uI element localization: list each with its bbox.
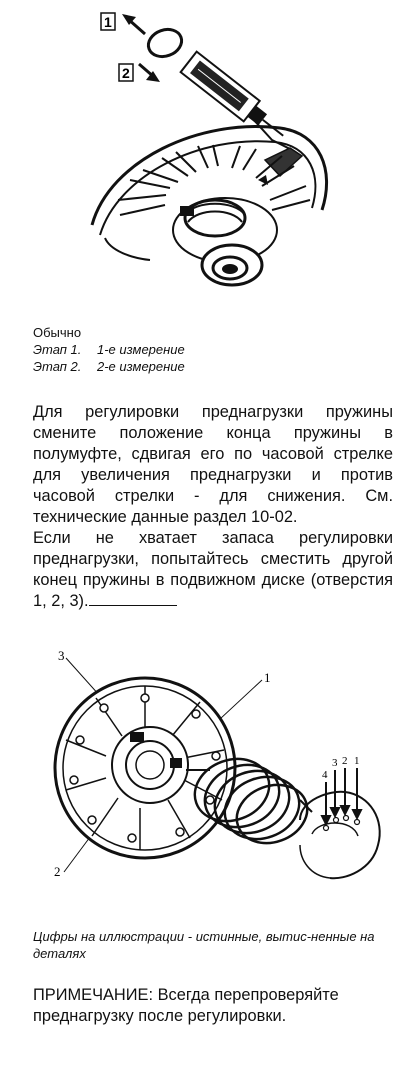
callout-1-text: 1 xyxy=(104,14,112,30)
label-1: 1 xyxy=(264,670,271,685)
hole-labels: 4 3 2 1 xyxy=(322,755,360,781)
label-2: 2 xyxy=(54,864,61,879)
arrow-1-icon xyxy=(122,14,146,36)
figure-spring-holes-illustration: 3 1 2 4 3 2 1 xyxy=(53,648,381,880)
caption-title: Обычно xyxy=(33,325,82,340)
label-3: 3 xyxy=(58,648,65,663)
callout-box-1 xyxy=(100,12,116,31)
caption-step-2-text: 2-е измерение xyxy=(97,359,185,374)
note-text: Всегда перепроверяйте преднагрузку после… xyxy=(33,986,339,1025)
hole-label-1: 1 xyxy=(354,755,360,767)
caption-step-2: Этап 2. 2-е измерение xyxy=(33,358,185,375)
underline-rule xyxy=(88,591,177,606)
paragraph-2-text: Если не хватает запаса регулировки предн… xyxy=(33,529,393,610)
sheave-rim xyxy=(90,125,329,226)
callout-2-text: 2 xyxy=(122,65,130,81)
arrow-2-icon xyxy=(138,62,160,82)
hole-label-2: 2 xyxy=(342,755,348,767)
paragraph-2: Если не хватает запаса регулировки предн… xyxy=(33,528,393,612)
hole-label-4: 4 xyxy=(322,769,328,781)
spring-scale-icon xyxy=(179,50,284,137)
hole-label-3: 3 xyxy=(332,757,338,769)
caption-step-2-label: Этап 2. xyxy=(33,359,82,374)
scale-ring xyxy=(146,27,184,59)
caption-step-1-label: Этап 1. xyxy=(33,342,82,357)
sheave-spokes xyxy=(117,144,311,216)
hole-disc xyxy=(299,790,381,880)
note-label: ПРИМЕЧАНИЕ: xyxy=(33,986,154,1004)
hole-arrows-icon xyxy=(320,768,363,827)
caption-step-1: Этап 1. 1-е измерение xyxy=(33,341,185,358)
note: ПРИМЕЧАНИЕ: Всегда перепроверяйте предна… xyxy=(33,985,383,1027)
paragraph-1: Для регулировки преднагрузки пружины сме… xyxy=(33,403,393,526)
caption-normal: Обычно Этап 1. 1-е измерение Этап 2. 2-е… xyxy=(33,324,185,375)
caption-step-1-text: 1-е измерение xyxy=(97,342,185,357)
body-text: Для регулировки преднагрузки пружины сме… xyxy=(33,402,393,612)
spring-coils-icon xyxy=(193,757,309,845)
figure-spring-scale-illustration: 1 2 xyxy=(90,12,329,287)
callout-box-2 xyxy=(118,63,134,82)
caption-numbers: Цифры на иллюстрации - истинные, вытис-н… xyxy=(33,929,375,961)
